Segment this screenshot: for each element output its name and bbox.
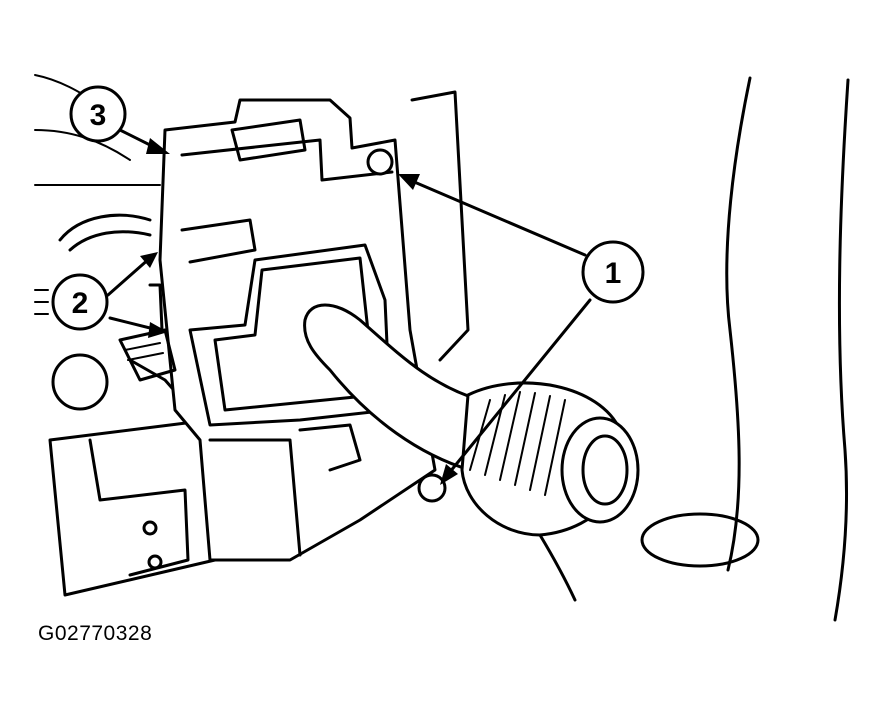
svg-text:3: 3 xyxy=(90,99,107,132)
callout-partial xyxy=(51,353,109,411)
svg-text:1: 1 xyxy=(605,257,622,290)
dashboard-panel xyxy=(410,76,850,622)
callout-1: 1 xyxy=(581,240,645,304)
turn-signal-lever xyxy=(303,303,640,602)
callout-3: 3 xyxy=(69,85,127,143)
screw-upper xyxy=(366,148,394,176)
figure-code: G02770328 xyxy=(38,622,153,645)
callout-leaders xyxy=(106,128,592,485)
column-shroud xyxy=(158,98,437,562)
lower-bracket xyxy=(48,418,217,597)
svg-text:2: 2 xyxy=(72,287,89,320)
screw-lower xyxy=(417,473,447,503)
callout-2: 2 xyxy=(51,273,109,331)
